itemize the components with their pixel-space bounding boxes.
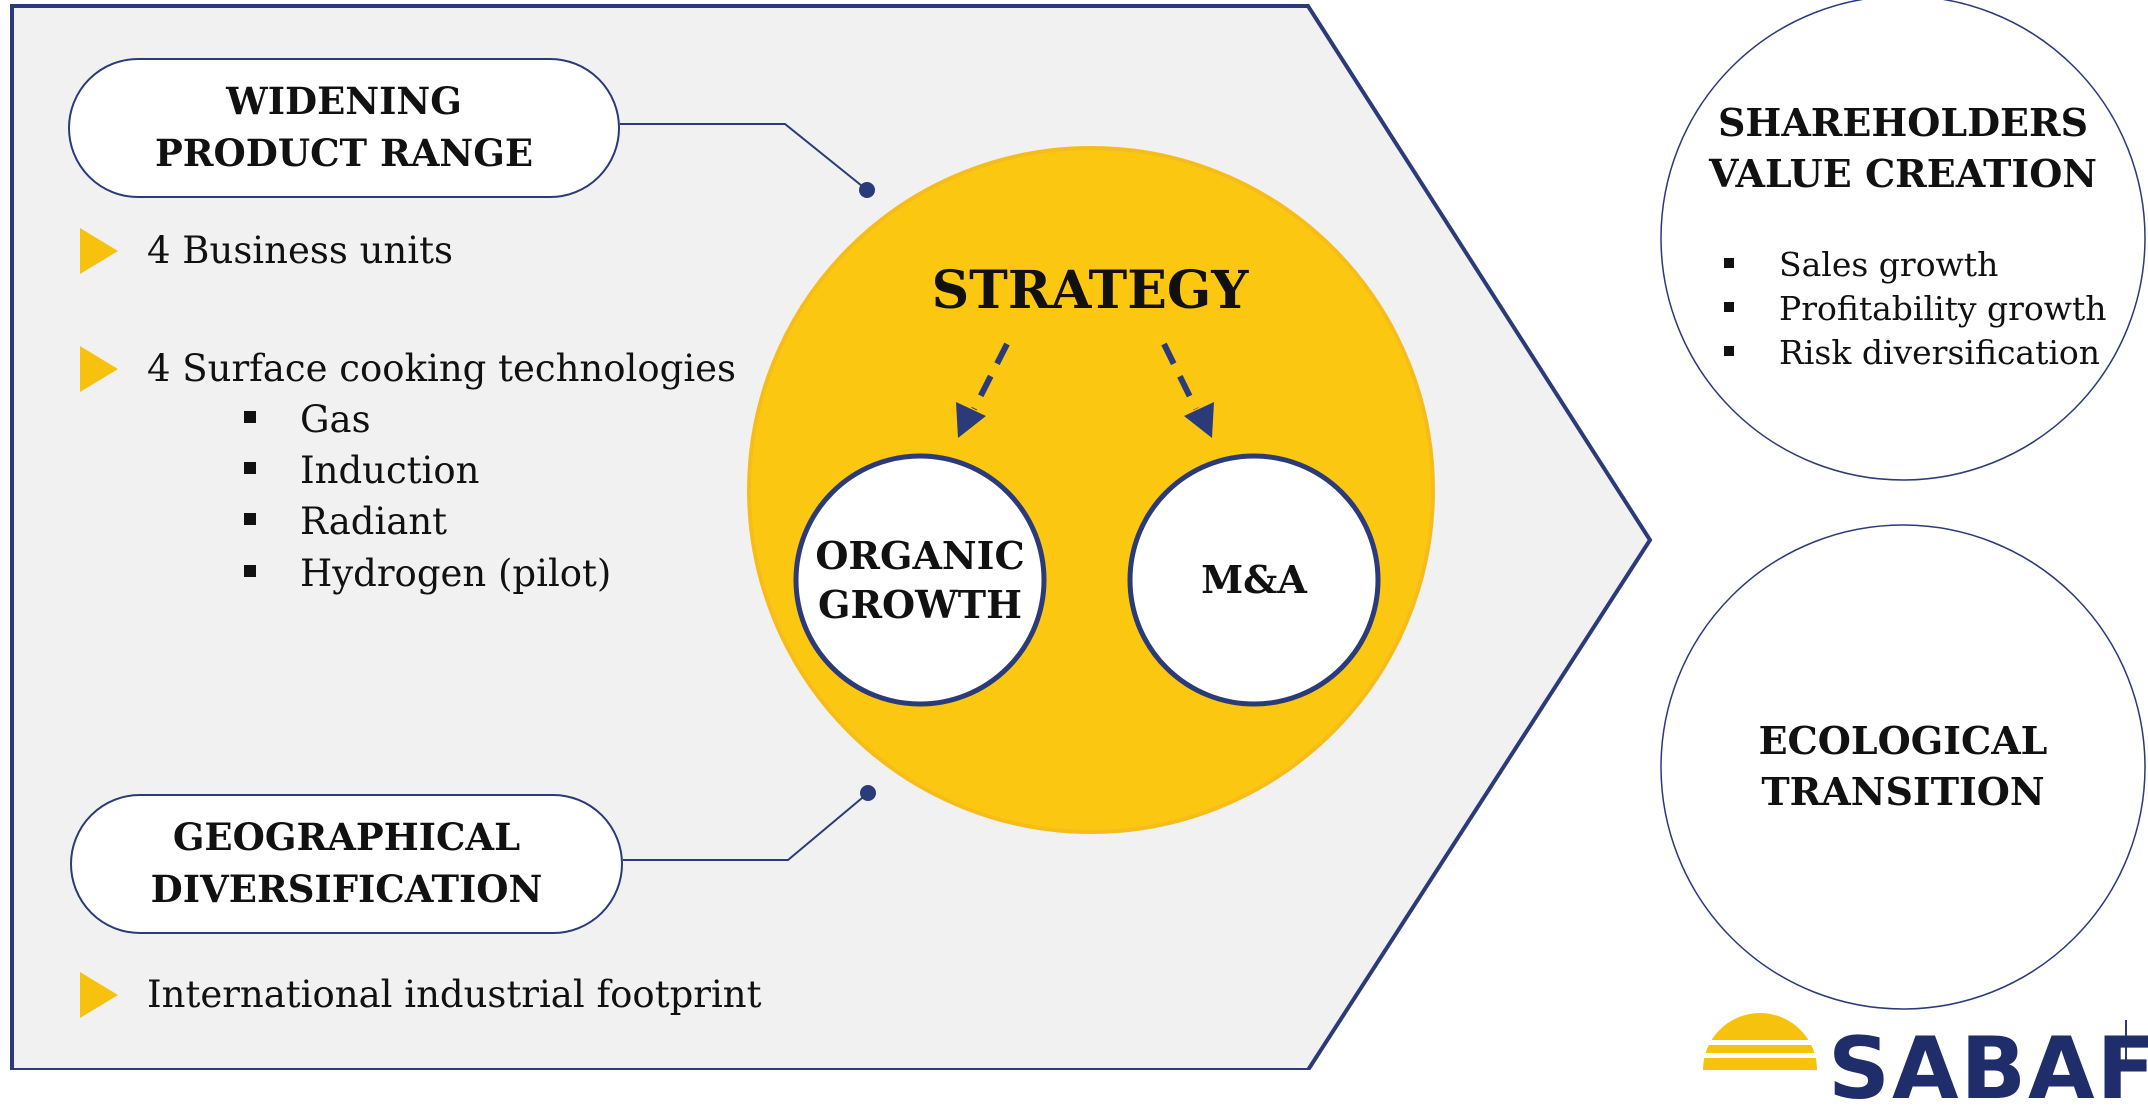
- surface-technologies-text: 4 Surface cooking technologies: [147, 347, 737, 390]
- connector-geographical: [623, 792, 869, 861]
- strategy-title: STRATEGY: [931, 260, 1249, 321]
- ma-circle: [1127, 453, 1381, 707]
- connector-product-range: [620, 123, 868, 191]
- arrowhead-ma: [1184, 402, 1214, 438]
- organic-growth-label: ORGANIC GROWTH: [815, 532, 1025, 627]
- business-units-text: 4 Business units: [147, 229, 453, 272]
- triangle-bullet-icon: [80, 228, 118, 274]
- square-bullet-icon: [244, 565, 256, 577]
- ma-label: M&A: [1201, 557, 1307, 603]
- product-range-pill: WIDENING PRODUCT RANGE: [68, 58, 620, 198]
- sales-growth-text: Sales growth: [1779, 245, 1999, 284]
- square-bullet-icon: [1724, 346, 1734, 356]
- shareholders-heading: SHAREHOLDERS VALUE CREATION: [1708, 99, 2098, 196]
- arrow-to-ma: [1161, 342, 1199, 411]
- industrial-footprint-text: International industrial footprint: [147, 973, 762, 1016]
- ecological-heading: ECOLOGICAL TRANSITION: [1758, 717, 2048, 814]
- geographical-heading: GEOGRAPHICAL DIVERSIFICATION: [150, 815, 543, 911]
- square-bullet-icon: [244, 411, 256, 423]
- arrow-to-organic: [971, 342, 1010, 411]
- sabaf-logo-text: SABAF: [1828, 1019, 2148, 1119]
- connector-dot-bottom: [860, 785, 876, 801]
- tech-gas: Gas: [300, 398, 371, 441]
- shareholders-circle: [1660, 0, 2146, 481]
- square-bullet-icon: [244, 513, 256, 525]
- profitability-growth-text: Profitability growth: [1779, 289, 2107, 328]
- product-range-heading: WIDENING PRODUCT RANGE: [154, 79, 534, 175]
- geographical-pill: GEOGRAPHICAL DIVERSIFICATION: [70, 794, 623, 934]
- square-bullet-icon: [1724, 258, 1734, 268]
- triangle-bullet-icon: [80, 972, 118, 1018]
- ecological-circle: [1660, 524, 2146, 1010]
- sabaf-logo-mark: [1703, 1013, 1817, 1070]
- risk-diversification-text: Risk diversification: [1779, 333, 2101, 372]
- arrowhead-organic: [956, 402, 986, 438]
- square-bullet-icon: [1724, 302, 1734, 312]
- tech-hydrogen: Hydrogen (pilot): [300, 552, 612, 595]
- organic-growth-circle: [793, 453, 1047, 707]
- square-bullet-icon: [244, 462, 256, 474]
- tech-induction: Induction: [300, 449, 480, 492]
- tech-radiant: Radiant: [300, 500, 448, 543]
- triangle-bullet-icon: [80, 346, 118, 392]
- connector-dot-top: [859, 182, 875, 198]
